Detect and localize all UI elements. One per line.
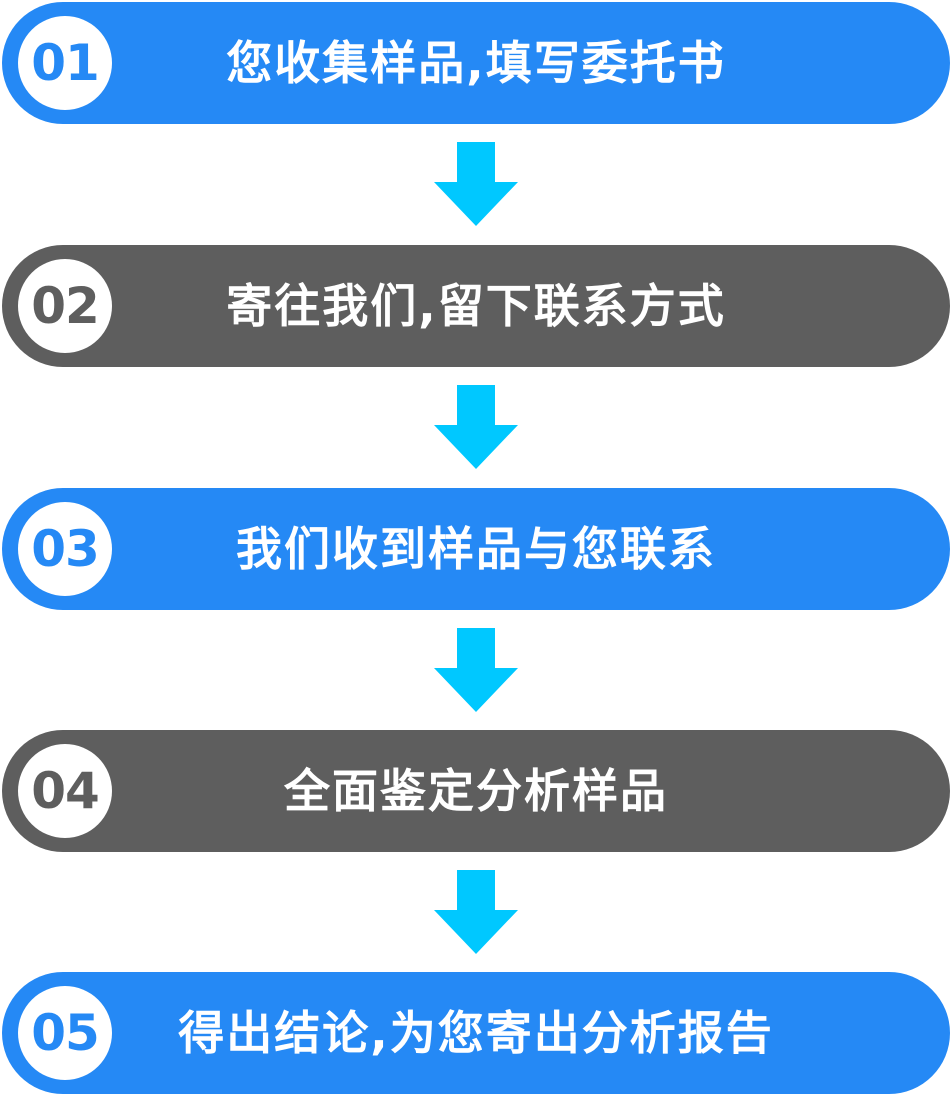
step-label: 全面鉴定分析样品: [284, 764, 668, 818]
step-number-badge: 04: [18, 744, 112, 838]
step-number: 01: [31, 34, 100, 92]
step-number: 03: [31, 520, 100, 578]
step-number-badge: 02: [18, 259, 112, 353]
step-number-badge: 03: [18, 502, 112, 596]
step-number: 02: [31, 277, 100, 335]
down-arrow-icon: [434, 870, 518, 954]
step-1: 01 您收集样品,填写委托书: [2, 2, 950, 124]
step-label: 我们收到样品与您联系: [236, 522, 716, 576]
step-number: 05: [31, 1004, 100, 1062]
step-3: 03 我们收到样品与您联系: [2, 488, 950, 610]
down-arrow-icon: [434, 142, 518, 226]
step-4: 04 全面鉴定分析样品: [2, 730, 950, 852]
down-arrow-icon: [434, 628, 518, 712]
step-number-badge: 01: [18, 16, 112, 110]
step-label: 得出结论,为您寄出分析报告: [178, 1006, 774, 1060]
step-label: 寄往我们,留下联系方式: [226, 279, 726, 333]
down-arrow-icon: [434, 385, 518, 469]
step-5: 05 得出结论,为您寄出分析报告: [2, 972, 950, 1094]
step-label: 您收集样品,填写委托书: [226, 36, 726, 90]
step-number-badge: 05: [18, 986, 112, 1080]
step-number: 04: [31, 762, 100, 820]
step-2: 02 寄往我们,留下联系方式: [2, 245, 950, 367]
